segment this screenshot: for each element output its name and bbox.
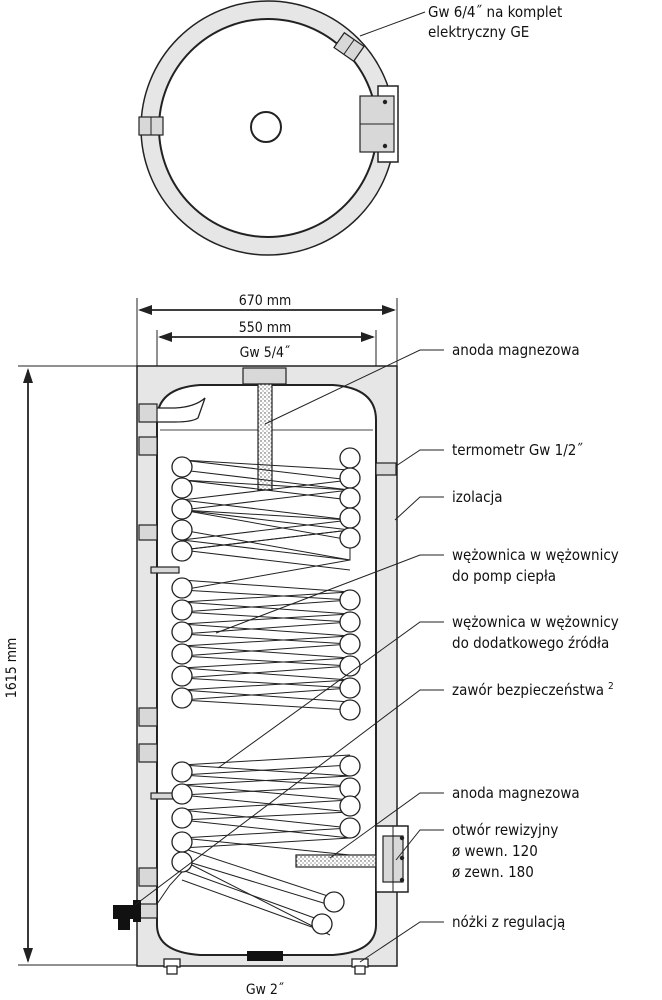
side-tank xyxy=(156,384,377,956)
bottom-connector xyxy=(247,951,283,961)
label-top-connector-1: Gw 6/4˝ na komplet xyxy=(428,3,562,21)
label-anode-bottom: anoda magnezowa xyxy=(452,784,580,802)
label-inspection-3: ø zewn. 180 xyxy=(452,863,534,881)
label-inspection-2: ø wewn. 120 xyxy=(452,842,538,860)
feet xyxy=(163,958,369,975)
leader-top-connector xyxy=(359,11,426,37)
dim-height: 1615 mm xyxy=(4,638,20,699)
coil-heat-pump xyxy=(171,447,361,591)
top-view-ge-connector xyxy=(333,31,365,63)
top-connector xyxy=(242,367,287,385)
dim-inner-width: 550 mm xyxy=(239,320,292,336)
top-view-center-connection xyxy=(250,111,282,143)
label-insulation: izolacja xyxy=(452,488,503,506)
label-aux-coil-1: wężownica w wężownicy xyxy=(452,613,619,631)
label-hp-coil-2: do pomp ciepła xyxy=(452,567,556,585)
top-view xyxy=(138,0,426,256)
safety-valve xyxy=(113,900,141,930)
coil-aux xyxy=(156,754,361,936)
dim-outer-width: 670 mm xyxy=(239,293,292,309)
label-feet: nóżki z regulacją xyxy=(452,913,565,931)
leader-lines xyxy=(134,349,444,963)
side-view xyxy=(113,365,409,975)
thermometer xyxy=(375,462,397,476)
label-top-connector-2: elektryczny GE xyxy=(428,23,529,41)
dim-top-connection: Gw 5/4˝ xyxy=(240,345,291,361)
label-safety-valve-sup: 2 xyxy=(608,681,614,692)
dim-bottom-connection: Gw 2˝ xyxy=(246,982,284,998)
top-view-inspection-flange xyxy=(359,85,399,163)
inspection-flange xyxy=(375,825,409,893)
height-dimension xyxy=(18,365,137,966)
label-anode-top: anoda magnezowa xyxy=(452,341,580,359)
label-inspection-1: otwór rewizyjny xyxy=(452,821,558,839)
anode-bottom xyxy=(295,854,377,868)
anode-top xyxy=(257,383,273,491)
label-hp-coil-1: wężownica w wężownicy xyxy=(452,546,619,564)
label-aux-coil-2: do dodatkowego źródła xyxy=(452,634,609,652)
label-thermometer: termometr Gw 1/2˝ xyxy=(452,441,583,459)
coil-middle xyxy=(171,577,361,721)
